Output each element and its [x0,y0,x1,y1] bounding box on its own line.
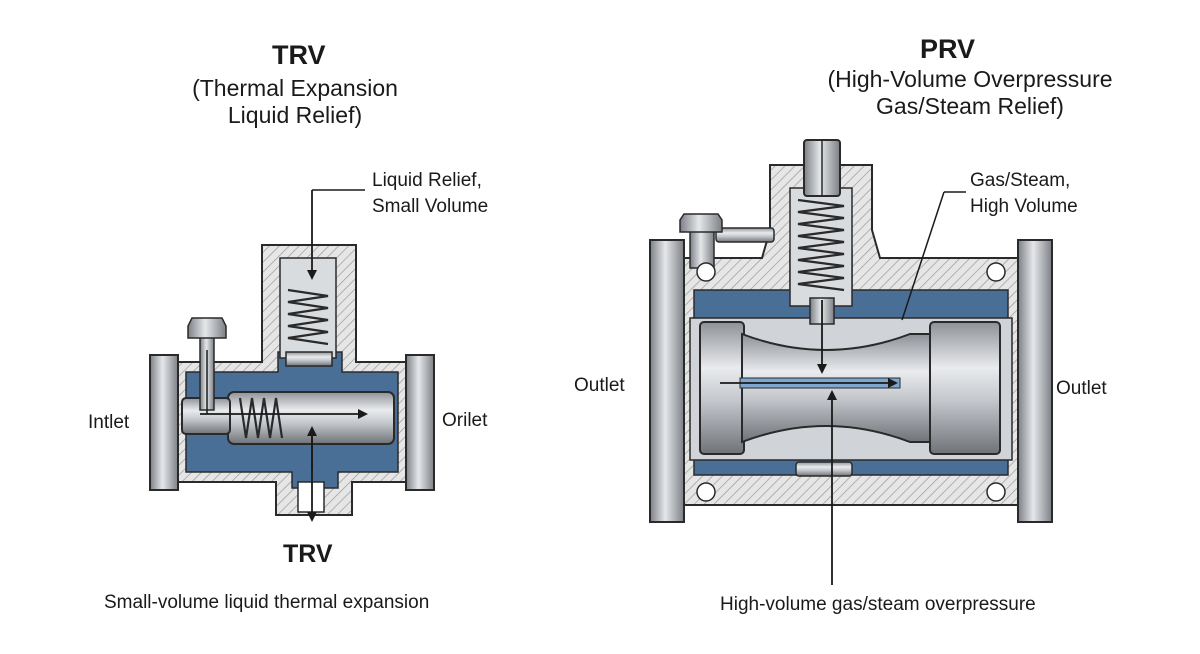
prv-left-flange [649,239,685,523]
prv-valve [649,139,1053,585]
trv-title: TRV [272,40,326,70]
prv-spring [797,198,845,292]
prv-caption: High-volume gas/steam overpressure [720,594,1036,615]
trv-horizontal-spring [238,397,284,439]
prv-callout-line2: High Volume [970,196,1078,217]
trv-callout-line2: Small Volume [372,196,489,217]
trv-valve [149,189,435,522]
trv-outlet-label: Orilet [442,410,488,431]
trv-caption: Small-volume liquid thermal expansion [104,592,430,613]
prv-bolt-hole [696,262,716,282]
trv-right-flange [405,354,435,491]
prv-left-cap [699,321,745,455]
trv-bottom-port [297,481,325,513]
trv-vertical-spring [287,288,329,346]
prv-side-pipe [715,227,775,243]
trv-spring-cap [285,351,333,367]
prv-side-pipe-vertical [689,227,715,269]
prv-left-label: Outlet [574,375,625,396]
prv-right-cap [929,321,1001,455]
prv-subtitle-line2: Gas/Steam Relief) [876,93,1064,119]
prv-bolt-hole [986,262,1006,282]
prv-subtitle-line1: (High-Volume Overpressure [827,66,1113,92]
prv-bottom-drain [795,461,853,477]
prv-title: PRV [920,34,976,64]
trv-vent-nut [187,317,227,339]
prv-bolt-hole [986,482,1006,502]
trv-callout-line1: Liquid Relief, [372,170,482,191]
prv-callout-line1: Gas/Steam, [970,170,1071,191]
trv-bottom-title: TRV [283,540,333,568]
prv-right-flange [1017,239,1053,523]
trv-inlet-label: Intlet [88,412,130,433]
prv-bolt-hole [696,482,716,502]
trv-subtitle-line2: Liquid Relief) [227,102,363,128]
prv-right-label: Outlet [1056,378,1107,399]
trv-left-flange [149,354,179,491]
prv-side-nut [679,213,723,233]
prv-callout-diag [901,191,945,321]
trv-subtitle-line1: (Thermal Expansion [192,75,398,101]
